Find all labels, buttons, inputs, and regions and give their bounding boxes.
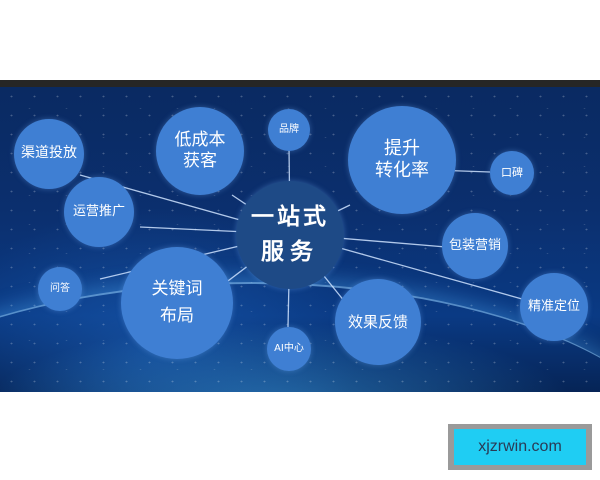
center-label: 一站式 bbox=[251, 203, 329, 231]
node-label: 问答 bbox=[50, 282, 70, 294]
node-channel: 渠道投放 bbox=[14, 119, 84, 189]
node-conversion: 提升转化率 bbox=[348, 106, 456, 214]
node-label: 品牌 bbox=[279, 123, 299, 135]
node-packaging: 包装营销 bbox=[442, 213, 508, 279]
node-low-cost: 低成本获客 bbox=[156, 107, 244, 195]
node-operations: 运营推广 bbox=[64, 177, 134, 247]
center-label: 服务 bbox=[261, 238, 319, 265]
node-label: 精准定位 bbox=[527, 298, 580, 314]
watermark-badge: xjzrwin.com bbox=[448, 424, 592, 470]
node-label: 口碑 bbox=[501, 166, 523, 180]
node-keywords: 关键词布局 bbox=[121, 247, 233, 359]
node-label: 提升 bbox=[384, 137, 420, 159]
node-label: 渠道投放 bbox=[21, 145, 77, 162]
node-precise: 精准定位 bbox=[520, 273, 588, 341]
node-label: 运营推广 bbox=[72, 203, 125, 219]
watermark-text: xjzrwin.com bbox=[454, 429, 586, 465]
node-label: 转化率 bbox=[375, 160, 429, 181]
node-label: AI中心 bbox=[274, 342, 304, 354]
service-banner-image: 渠道投放 低成本获客 品牌 提升转化率 口碑 运营推广 包装营销 问答 关键词布… bbox=[0, 87, 600, 392]
node-label: 布局 bbox=[160, 306, 194, 326]
node-label: 关键词 bbox=[151, 278, 203, 299]
node-ai-center: AI中心 bbox=[267, 327, 311, 371]
node-word-of-mouth: 口碑 bbox=[490, 151, 534, 195]
node-qa: 问答 bbox=[38, 267, 82, 311]
node-label: 低成本 bbox=[174, 129, 226, 150]
node-label: 包装营销 bbox=[448, 237, 501, 253]
top-dark-bar bbox=[0, 80, 600, 87]
center-one-stop-service: 一站式服务 bbox=[236, 181, 344, 289]
node-label: 效果反馈 bbox=[347, 312, 408, 331]
node-feedback: 效果反馈 bbox=[335, 279, 421, 365]
node-label: 获客 bbox=[183, 151, 217, 171]
node-brand: 品牌 bbox=[268, 109, 310, 151]
